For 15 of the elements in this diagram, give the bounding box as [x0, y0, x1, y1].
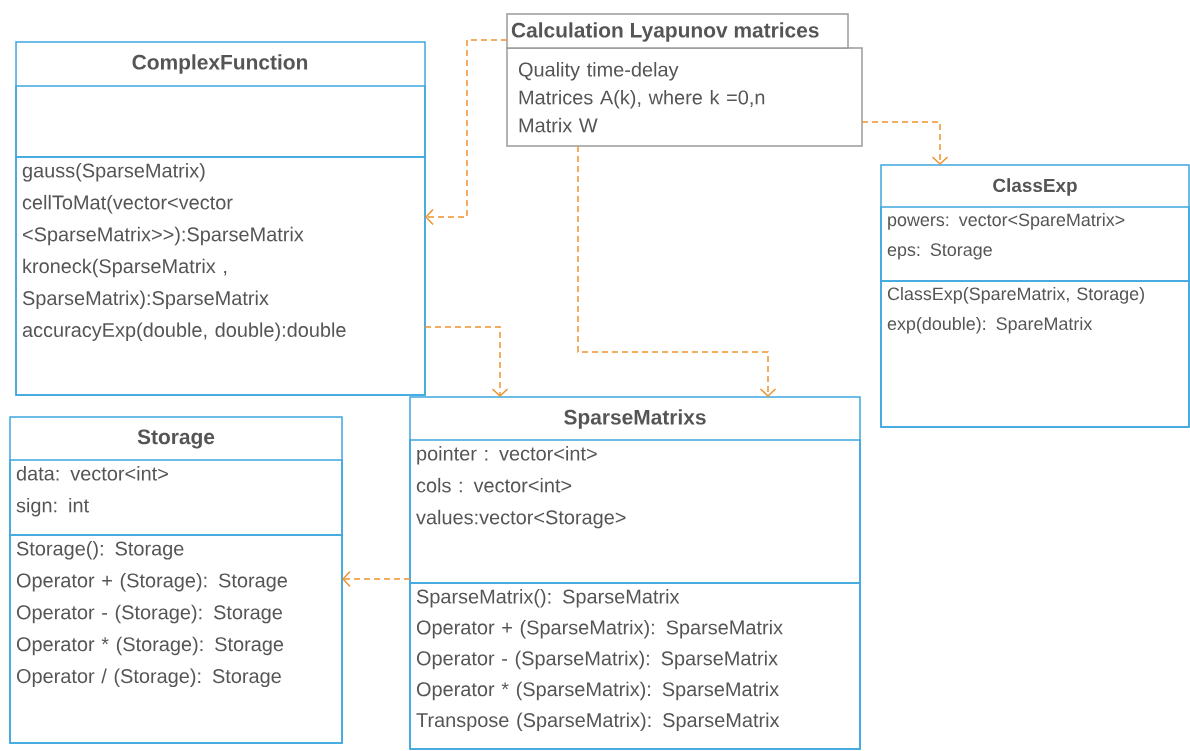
- compartment: [15, 85, 426, 158]
- compartment: gauss(SparseMatrix) cellToMat(vector<vector <SparseMatrix>>):SparseMatrix kroneck(SparseMatrix , SparseMatrix):SparseMatrix accuracyExp(double, double):double: [15, 156, 426, 396]
- node-label: Calculation Lyapunov matrices: [511, 22, 819, 42]
- compartment: ClassExp(SpareMatrix, Storage) exp(double): SpareMatrix: [880, 280, 1190, 428]
- compartment: powers: vector<SpareMatrix> eps: Storage: [880, 206, 1190, 282]
- note-box: Calculation Lyapunov matrices Quality time-delay Matrices A(k), where k =0,n Matrix W: [506, 13, 863, 147]
- dashed-arrow: [424, 326, 509, 397]
- compartment: data: vector<int> sign: int: [9, 459, 343, 536]
- dashed-arrow: [342, 570, 411, 588]
- compartment: Storage(): Storage Operator + (Storage): Storage Operator - (Storage): Storage Operator * (Storage): Storage Operator / (Storage): Storage: [9, 534, 343, 744]
- dashed-arrow: [425, 39, 508, 226]
- compartment: SparseMatrix(): SparseMatrix Operator + (SparseMatrix): SparseMatrix Operator - (SparseMatrix): SparseMatrix Operator * (SparseMatrix): SparseMatrix Transpose (SparseMatrix): SparseMatrix: [409, 582, 861, 750]
- compartment: pointer : vector<int> cols : vector<int> values:vector<Storage>: [409, 439, 861, 584]
- dashed-arrow: [577, 145, 777, 397]
- dashed-arrow: [861, 121, 949, 165]
